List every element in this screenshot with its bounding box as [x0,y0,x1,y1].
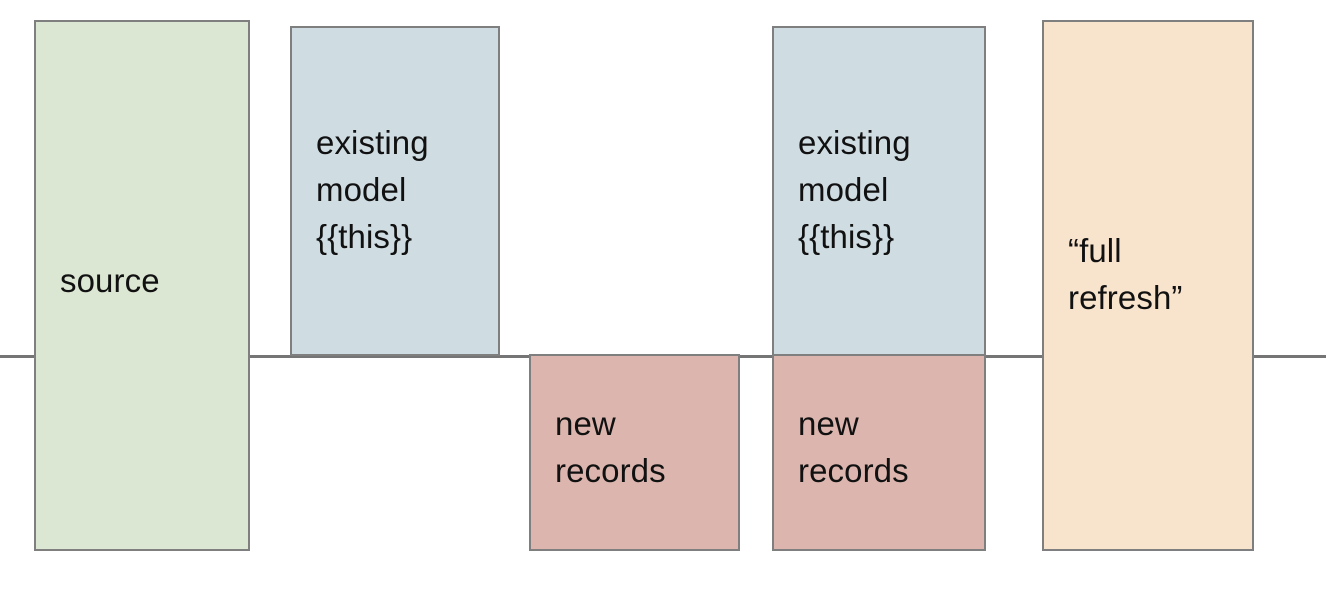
box-full-refresh-label: “full refresh” [1068,232,1183,316]
box-new-records-1-label: new records [555,405,666,489]
box-new-records-2-label: new records [798,405,909,489]
box-existing-model-2-label: existing model {{this}} [798,124,911,255]
box-new-records-1[interactable]: new records [529,354,740,551]
box-source[interactable]: source [34,20,250,551]
box-source-label: source [60,262,160,300]
box-existing-model-1[interactable]: existing model {{this}} [290,26,500,356]
box-full-refresh[interactable]: “full refresh” [1042,20,1254,551]
box-new-records-2[interactable]: new records [772,354,986,551]
box-existing-model-2[interactable]: existing model {{this}} [772,26,986,356]
box-existing-model-1-label: existing model {{this}} [316,124,429,255]
